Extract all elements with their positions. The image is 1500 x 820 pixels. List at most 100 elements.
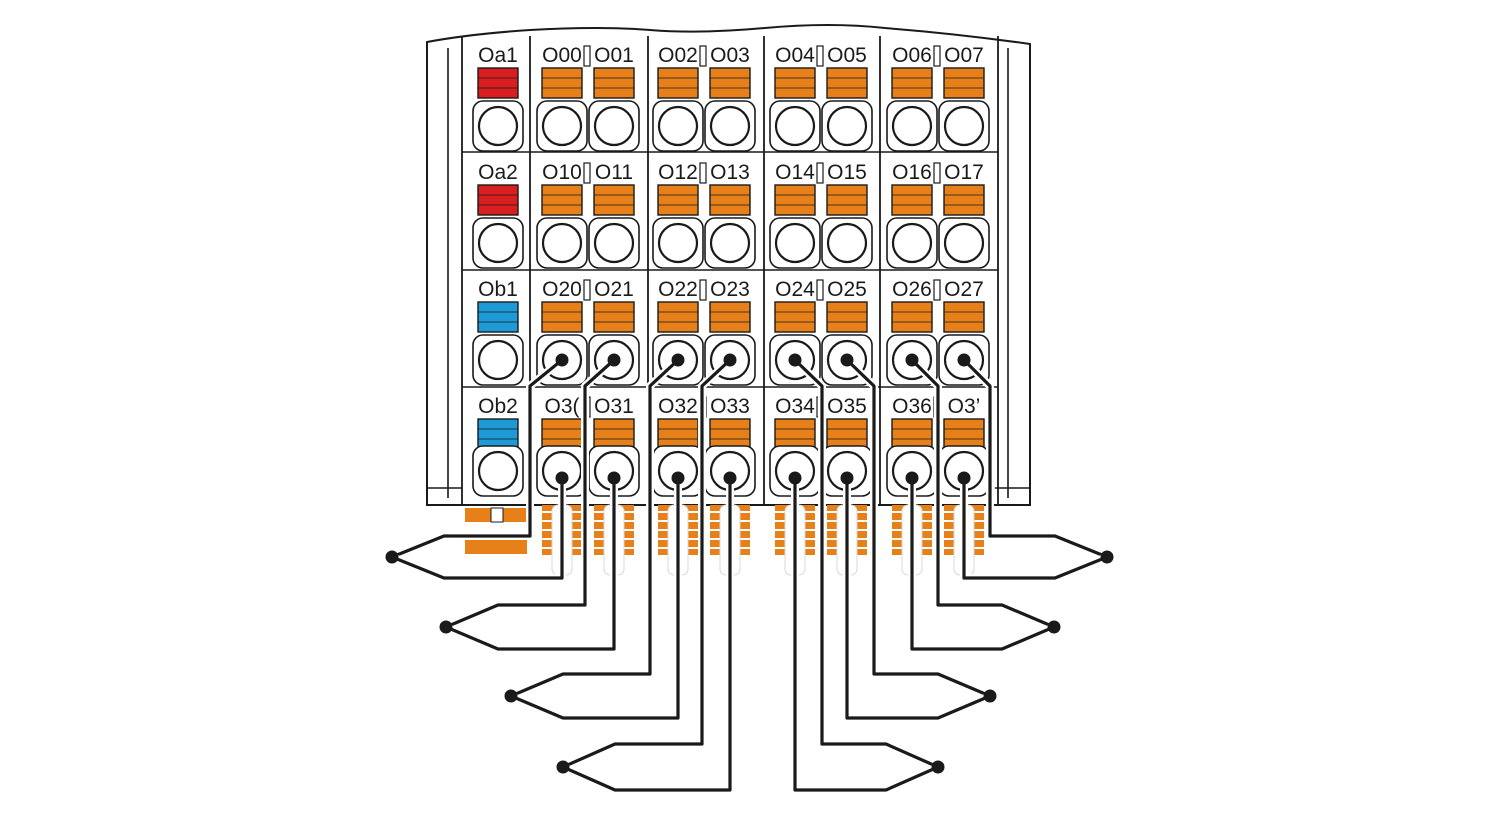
wire-junction-dot: [607, 353, 621, 367]
thermocouple-wire: [562, 478, 732, 792]
release-body: [826, 67, 868, 99]
release-body: [774, 184, 816, 216]
shield-release-button: [477, 67, 519, 99]
channel-clamp: [652, 217, 704, 269]
channel-release-button: [891, 301, 933, 333]
channel-label: O31: [594, 395, 634, 418]
channel-clamp: [886, 100, 938, 152]
channel-clamp: [536, 217, 588, 269]
channel-label: O36: [892, 395, 932, 418]
release-body: [943, 184, 985, 216]
release-body: [541, 67, 583, 99]
wire-junction-dot: [671, 471, 685, 485]
release-body: [891, 418, 933, 450]
release-body: [891, 67, 933, 99]
channel-release-button: [774, 67, 816, 99]
label-separator: [933, 279, 941, 301]
clamp-hole: [593, 222, 635, 264]
thermocouple-wire: [562, 358, 732, 769]
release-body: [943, 301, 985, 333]
channel-label: O00: [542, 44, 582, 67]
release-body: [477, 67, 519, 99]
release-body: [593, 301, 635, 333]
channel-release-button: [709, 67, 751, 99]
shield-label-ob2: Ob2: [478, 395, 518, 418]
channel-label: O10: [542, 161, 582, 184]
clamp-hole: [891, 222, 933, 264]
thermocouple-wire: [962, 358, 1108, 559]
channel-release-button: [593, 418, 635, 450]
channel-release-button: [593, 301, 635, 333]
wire-junction-dot: [957, 471, 971, 485]
channel-label: O03: [710, 44, 750, 67]
channel-clamp: [821, 100, 873, 152]
release-body: [891, 301, 933, 333]
channel-release-button: [593, 184, 635, 216]
shield-clamp: [472, 100, 524, 152]
channel-label: O27: [944, 278, 984, 301]
channel-label: O23: [710, 278, 750, 301]
wire-junction-dot: [504, 689, 518, 703]
release-body: [709, 67, 751, 99]
release-body: [657, 418, 699, 450]
channel-label: O12: [658, 161, 698, 184]
label-separator: [699, 162, 707, 184]
channel-release-button: [774, 418, 816, 450]
clamp-hole: [826, 222, 868, 264]
clamp-hole: [541, 222, 583, 264]
channel-label: O33: [710, 395, 750, 418]
thermocouple-wire: [793, 358, 939, 769]
shield-clamp: [472, 217, 524, 269]
thermocouple-wire: [391, 358, 564, 559]
channel-label: O05: [827, 44, 867, 67]
channel-clamp: [938, 100, 990, 152]
channel-release-button: [943, 184, 985, 216]
channel-label: O11: [595, 161, 633, 184]
release-body: [477, 301, 519, 333]
release-body: [593, 67, 635, 99]
wire-junction-dot: [439, 620, 453, 634]
channel-release-button: [593, 67, 635, 99]
label-separator: [816, 162, 824, 184]
channel-release-button: [657, 67, 699, 99]
shield-label-oa1: Oa1: [478, 44, 518, 67]
wire-junction-dot: [385, 550, 399, 564]
channel-label: O21: [594, 278, 634, 301]
channel-clamp: [886, 217, 938, 269]
clamp-hole: [657, 222, 699, 264]
release-body: [541, 418, 583, 450]
channel-release-button: [891, 184, 933, 216]
channel-clamp: [938, 445, 990, 497]
channel-release-button: [943, 418, 985, 450]
channel-release-button: [826, 67, 868, 99]
wire-junction-dot: [840, 471, 854, 485]
channel-clamp: [769, 100, 821, 152]
thermocouple-wire: [845, 478, 991, 720]
channel-clamp: [886, 445, 938, 497]
channel-label: O15: [827, 161, 867, 184]
release-body: [541, 301, 583, 333]
channel-release-button: [657, 418, 699, 450]
thermocouple-wire: [445, 358, 616, 629]
channel-label: O06: [892, 44, 932, 67]
label-separator: [699, 279, 707, 301]
channel-release-button: [891, 418, 933, 450]
channel-release-button: [657, 184, 699, 216]
clamp-hole: [709, 222, 751, 264]
thermocouple-wire: [845, 358, 991, 698]
shield-plug-slot: [490, 507, 504, 523]
clamp-hole: [477, 450, 519, 492]
thermocouple-wire: [910, 478, 1055, 651]
wire-junction-dot: [555, 353, 569, 367]
clamp-hole: [541, 105, 583, 147]
channel-label: O25: [827, 278, 867, 301]
release-body: [774, 418, 816, 450]
channel-release-button: [709, 184, 751, 216]
release-body: [943, 418, 985, 450]
release-body: [774, 67, 816, 99]
label-separator: [933, 45, 941, 67]
release-body: [709, 418, 751, 450]
